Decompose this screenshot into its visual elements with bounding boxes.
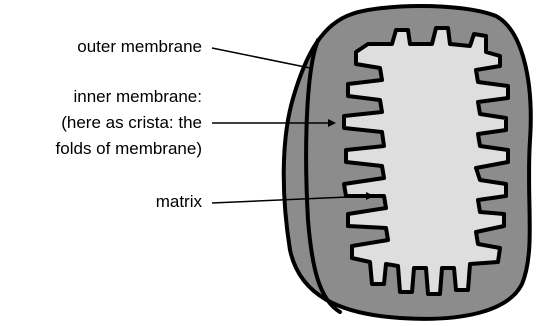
inner-membrane-label-line-3: folds of membrane) [56,136,202,162]
inner-membrane-label-line-1: inner membrane: [56,84,202,110]
inner-membrane-label: inner membrane: (here as crista: the fol… [56,84,202,162]
matrix-with-cristae [344,28,508,294]
matrix-label: matrix [156,189,202,215]
inner-membrane-label-line-2: (here as crista: the [56,110,202,136]
outer-membrane-pointer [212,48,310,68]
outer-membrane-label: outer membrane [77,34,202,60]
